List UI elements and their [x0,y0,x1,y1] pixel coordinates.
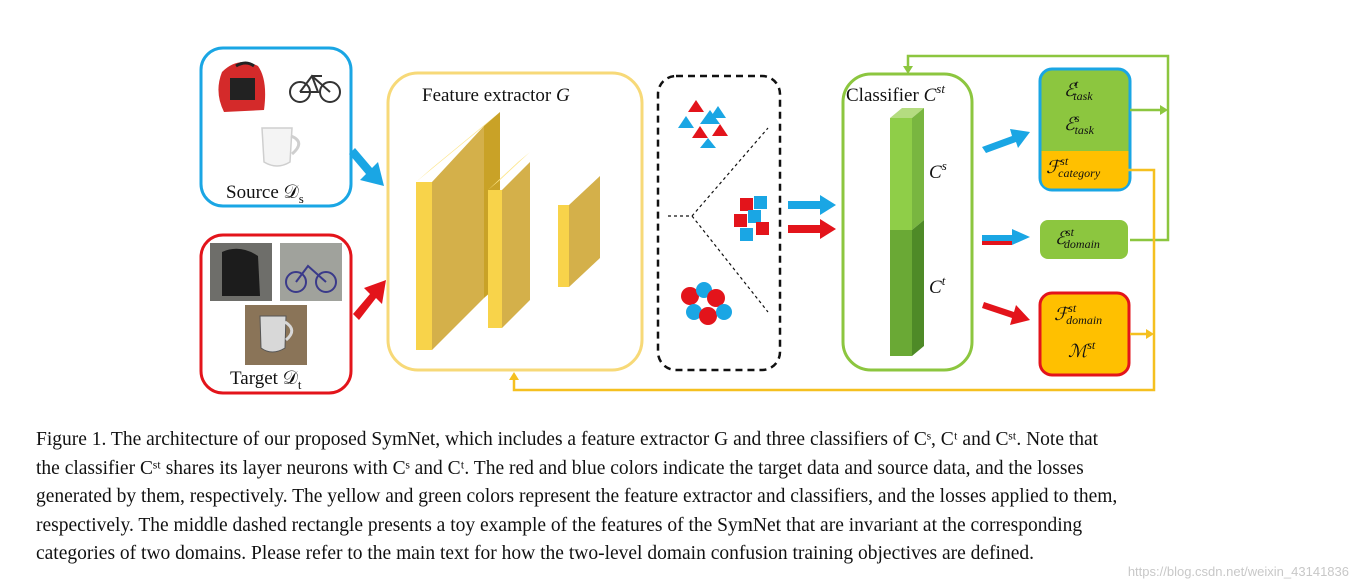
source-loss-arrow [982,129,1030,153]
source-bicycle-image [289,74,341,103]
conv-layer-3 [558,176,600,287]
caption-line-5: categories of two domains. Please refer … [36,543,1034,564]
triangle-cluster [678,100,728,148]
target-input-arrow [353,280,386,320]
entropy-loss: ℳst [1068,338,1096,361]
domain-loss-box [1040,220,1128,259]
watermark: https://blog.csdn.net/weixin_43141836 [1127,564,1349,579]
domain-loss-arrow-red [982,241,1012,245]
classifier-label: Classifier Cst [846,81,945,106]
square-cluster [734,196,769,241]
feature-extractor-label: Feature extractor G [422,85,570,106]
target-loss-arrow [982,302,1030,325]
source-input-arrow [349,148,384,186]
toy-example-box [656,74,782,372]
source-mug-image [261,127,301,167]
source-feature-arrow [788,195,836,215]
figure-caption: Figure 1. The architecture of our propos… [36,426,1326,569]
target-bicycle-image [280,243,342,301]
target-label: Target 𝒟t [230,368,302,392]
classifier-layer-bar [890,108,924,356]
ct-label: Ct [929,273,946,298]
caption-line-4: respectively. The middle dashed rectangl… [36,514,1083,536]
caption-line-1: Figure 1. The architecture of our propos… [36,429,1099,450]
caption-line-2: the classifier Cˢᵗ shares its layer neur… [36,457,1084,479]
yellow-feedback-line [512,168,1156,392]
source-label: Source 𝒟s [226,182,304,206]
architecture-diagram: Source 𝒟s Target 𝒟t Feature extractor G [199,46,1170,395]
task-loss-box [1038,67,1132,192]
domain-confusion-box [1038,291,1131,377]
source-backpack-image [218,61,266,112]
green-feedback-line [906,54,1170,242]
conv-layer-2 [488,152,530,328]
target-feature-arrow [788,219,836,239]
circle-cluster [681,282,732,325]
cs-label: Cs [929,158,947,183]
caption-line-3: generated by them, respectively. The yel… [36,486,1118,507]
